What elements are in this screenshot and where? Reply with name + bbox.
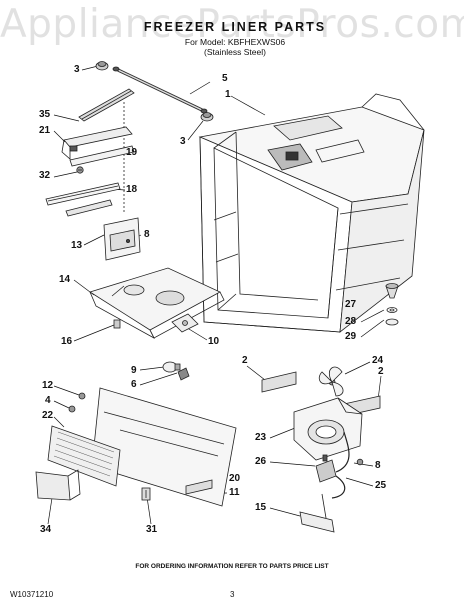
callout-5: 5 bbox=[222, 73, 228, 84]
clip-part-31 bbox=[141, 487, 151, 501]
seal-part-20 bbox=[185, 479, 213, 495]
callout-16: 16 bbox=[61, 336, 73, 347]
callout-6: 6 bbox=[131, 379, 137, 390]
rail-strip-part-35 bbox=[78, 88, 135, 122]
callout-31: 31 bbox=[146, 524, 158, 535]
clip-part-16 bbox=[113, 319, 121, 329]
damper-part-27 bbox=[385, 283, 399, 299]
callout-10: 10 bbox=[208, 336, 220, 347]
callout-2-left: 2 bbox=[242, 355, 248, 366]
watermark: AppliancePartsPros.com bbox=[0, 2, 464, 47]
foam-pad-part-10 bbox=[171, 313, 199, 333]
plug-part-3-mid bbox=[200, 112, 214, 122]
callout-12: 12 bbox=[42, 380, 54, 391]
screw-part-4 bbox=[68, 405, 76, 413]
bulb-part-9 bbox=[162, 361, 181, 373]
callout-26: 26 bbox=[255, 456, 267, 467]
tape-part-2-left bbox=[261, 371, 297, 393]
wire-harness-part-25 bbox=[331, 431, 350, 499]
callout-18: 18 bbox=[126, 184, 138, 195]
callout-28: 28 bbox=[345, 316, 357, 327]
model-line: For Model: KBFHEXWS06 bbox=[184, 37, 286, 47]
finish-line: (Stainless Steel) bbox=[204, 47, 266, 57]
callout-25: 25 bbox=[375, 480, 387, 491]
callout-19: 19 bbox=[126, 147, 138, 158]
diagram-title: FREEZER LINER PARTS bbox=[143, 20, 327, 34]
grille-part-22 bbox=[47, 425, 121, 487]
callout-13: 13 bbox=[71, 240, 83, 251]
screw-part-8-right bbox=[356, 458, 364, 466]
tube-part-5 bbox=[112, 66, 208, 114]
sensor-cover-part-34 bbox=[35, 469, 81, 501]
callout-2-right: 2 bbox=[378, 366, 384, 377]
freezer-liner-part-1 bbox=[198, 93, 425, 333]
callout-3-top: 3 bbox=[74, 64, 80, 75]
callout-23: 23 bbox=[255, 432, 267, 443]
callout-21: 21 bbox=[39, 125, 51, 136]
callout-1: 1 bbox=[225, 89, 231, 100]
callout-11: 11 bbox=[229, 487, 240, 498]
callout-20: 20 bbox=[229, 473, 241, 484]
callout-32: 32 bbox=[39, 170, 51, 181]
callout-14: 14 bbox=[59, 274, 71, 285]
bracket-plate-part-13 bbox=[103, 217, 141, 261]
callout-9: 9 bbox=[131, 365, 137, 376]
callout-29: 29 bbox=[345, 331, 357, 342]
screw-part-32 bbox=[76, 166, 84, 174]
ordering-info-note: FOR ORDERING INFORMATION REFER TO PARTS … bbox=[135, 563, 329, 570]
callout-8-top: 8 bbox=[144, 229, 150, 240]
callout-24: 24 bbox=[372, 355, 384, 366]
fan-motor-part-26 bbox=[315, 454, 337, 483]
washer-part-28 bbox=[386, 307, 398, 313]
callout-15: 15 bbox=[255, 502, 267, 513]
document-number: W10371210 bbox=[10, 590, 54, 599]
slide-rail-part-18 bbox=[45, 182, 121, 217]
motor-bracket-part-15 bbox=[299, 493, 335, 533]
screw-part-12 bbox=[78, 392, 86, 400]
callout-8-right: 8 bbox=[375, 460, 381, 471]
callout-4: 4 bbox=[45, 395, 51, 406]
fan-shroud-part-23 bbox=[293, 397, 363, 461]
rear-cover-part-11 bbox=[91, 387, 237, 507]
rail-assembly-part-21 bbox=[61, 126, 133, 160]
callout-34: 34 bbox=[40, 524, 52, 535]
plug-part-3-top bbox=[95, 61, 109, 71]
callout-35: 35 bbox=[39, 109, 51, 120]
cap-part-29 bbox=[385, 318, 399, 326]
rail-bracket-part-19 bbox=[69, 145, 135, 167]
socket-part-6 bbox=[177, 367, 190, 381]
callout-27: 27 bbox=[345, 299, 357, 310]
fan-blade-part-24 bbox=[318, 366, 344, 397]
callout-3-mid: 3 bbox=[180, 136, 186, 147]
callout-22: 22 bbox=[42, 410, 54, 421]
page-number: 3 bbox=[230, 590, 235, 599]
